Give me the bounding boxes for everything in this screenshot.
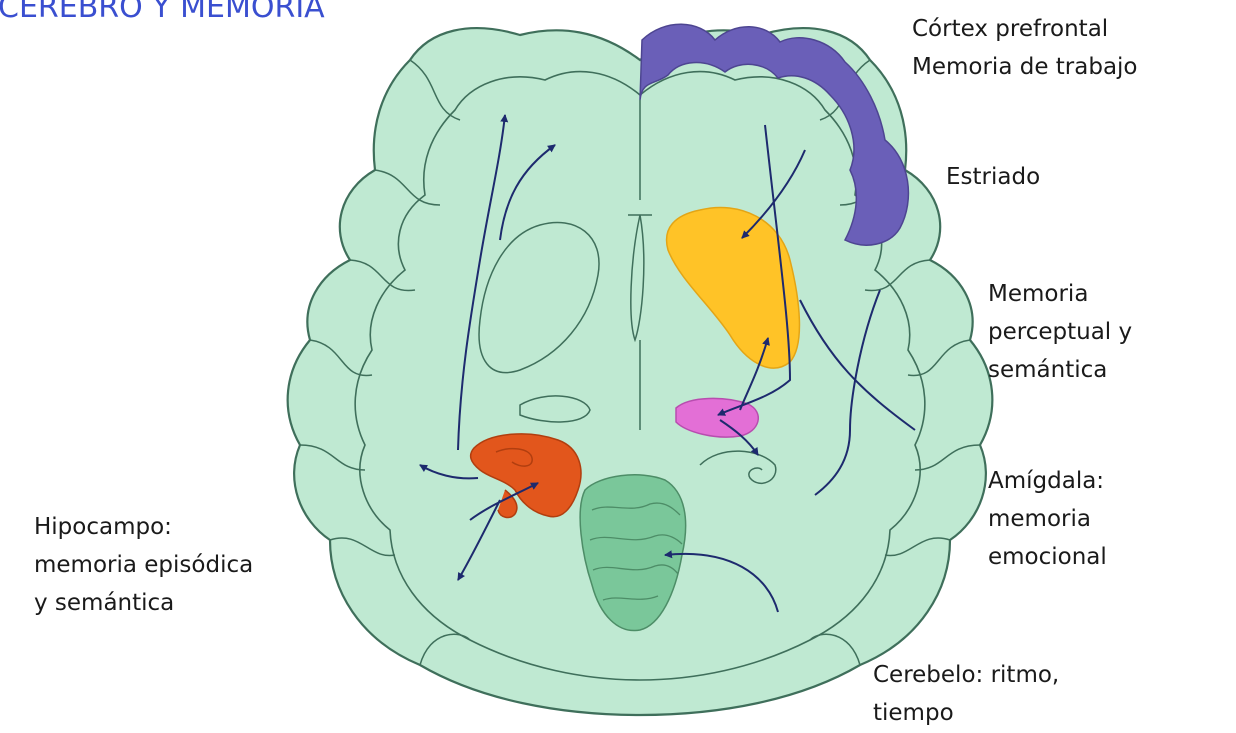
- label-striatum: Estriado: [946, 158, 1040, 196]
- label-hippocampus: Hipocampo: memoria episódica y semántica: [34, 508, 253, 622]
- label-prefrontal: Córtex prefrontal Memoria de trabajo: [912, 10, 1138, 86]
- label-amygdala: Amígdala: memoria emocional: [988, 462, 1107, 576]
- label-cerebellum: Cerebelo: ritmo, tiempo: [873, 656, 1059, 732]
- label-perceptual-memory: Memoria perceptual y semántica: [988, 275, 1132, 389]
